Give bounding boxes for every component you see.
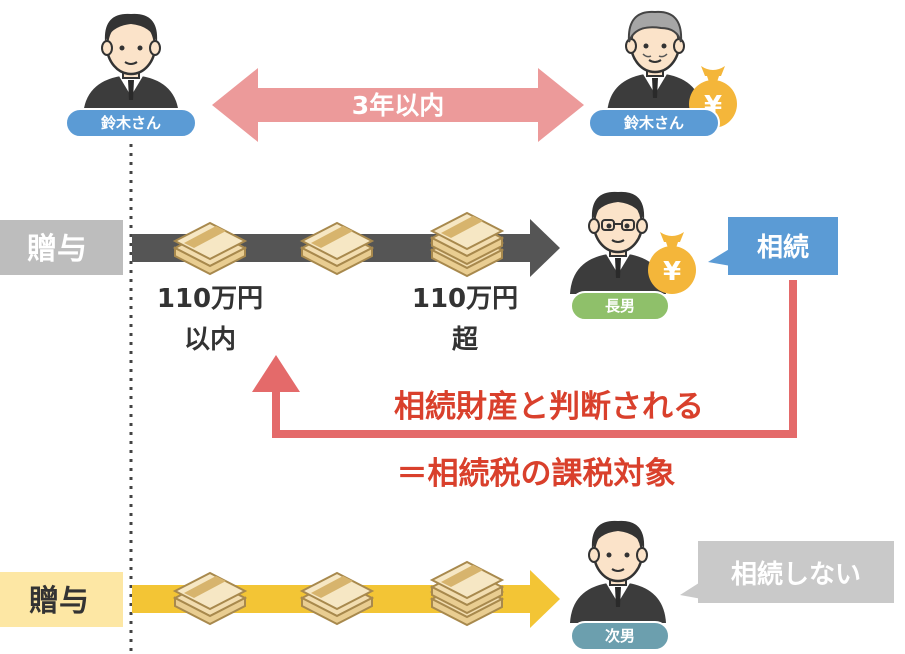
person-father-old (605, 10, 705, 116)
person-second-son (568, 520, 668, 625)
taxable-text: ＝相続税の課税対象 (397, 456, 676, 492)
father-old-badge: 鈴木さん (588, 108, 720, 138)
eldest-son-name: 長男 (605, 297, 635, 315)
eldest-son-badge: 長男 (570, 291, 670, 321)
period-label: 3年以内 (352, 91, 444, 120)
gift-label-1: 贈与 (27, 232, 87, 267)
person-eldest-son (568, 191, 668, 296)
money-stack-icon (431, 561, 503, 626)
no-inherit-bubble: 相続しない (680, 541, 894, 603)
no-inherit-bubble-text: 相続しない (731, 559, 861, 590)
amount-within-line1: 110万円 (157, 284, 263, 314)
second-son-badge: 次男 (570, 621, 670, 651)
money-stack-icon (174, 572, 246, 625)
period-arrow (212, 68, 584, 142)
gift-label-box-1 (0, 220, 123, 275)
amount-within-line2: 以内 (184, 325, 236, 355)
return-arrow-head (252, 355, 300, 392)
return-arrow-line (272, 280, 797, 438)
svg-text:¥: ¥ (663, 257, 681, 287)
father-old-name: 鈴木さん (624, 114, 684, 132)
money-bag-icon: ¥ (648, 232, 696, 294)
money-stack-icon (301, 572, 373, 625)
inherit-bubble: 相続 (708, 217, 838, 275)
money-stack-icon (431, 212, 503, 277)
amount-over-line1: 110万円 (412, 284, 518, 314)
father-young-badge: 鈴木さん (65, 108, 197, 138)
father-young-name: 鈴木さん (101, 114, 161, 132)
money-stack-icon (174, 222, 246, 275)
judgement-text: 相続財産と判断される (394, 389, 704, 425)
amount-over-line2: 超 (452, 325, 479, 355)
inherit-bubble-text: 相続 (757, 232, 809, 263)
second-son-name: 次男 (605, 627, 635, 645)
money-stack-icon (301, 222, 373, 275)
gift-label-box-2 (0, 572, 123, 627)
gift-label-2: 贈与 (29, 584, 89, 619)
person-father-young (81, 13, 181, 118)
